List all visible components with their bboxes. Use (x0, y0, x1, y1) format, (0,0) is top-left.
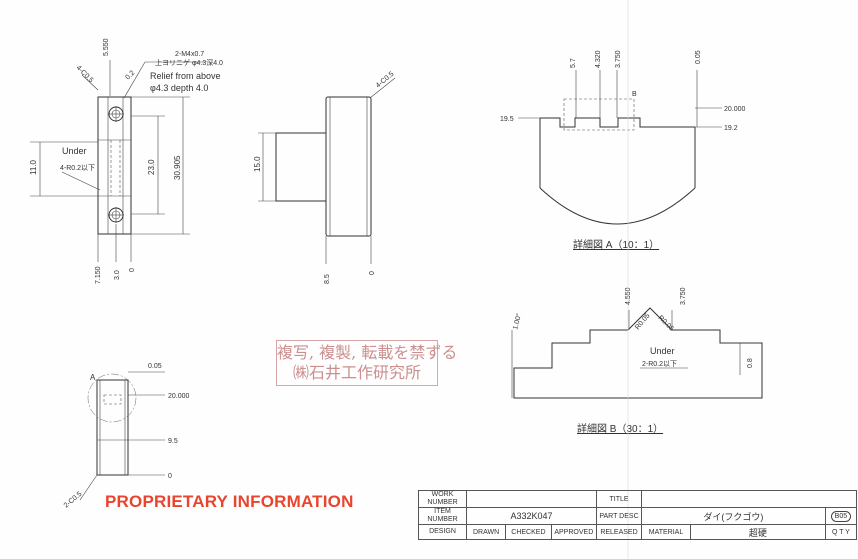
detail-a-dim-2: 4.320 (595, 50, 602, 68)
proprietary-notice: PROPRIETARY INFORMATION (105, 492, 354, 511)
stamp-line-1: 複写, 複製, 転載を禁ずる (277, 343, 458, 362)
view-3-small: A 0.05 20.000 9.5 0 2-C0.5 (63, 363, 190, 510)
design-label: DESIGN (418, 524, 467, 540)
view1-flatness: 0.2 (124, 70, 136, 82)
stamp-line-2: ㈱石井工作研究所 (292, 363, 421, 382)
material-value: 超硬 (690, 524, 826, 540)
detail-a-dim-4: 0.05 (695, 50, 702, 64)
view1-left-dim: 11.0 (29, 159, 38, 175)
view1-callout-3: Relief from above (150, 71, 221, 81)
detail-a-caption: 詳細図 A（10：1） (573, 238, 659, 251)
view2-left-dim: 15.0 (253, 156, 262, 172)
view3-marker: A (90, 373, 96, 382)
approved-label: APPROVED (550, 524, 598, 540)
checked-label: CHECKED (505, 524, 552, 540)
view1-chamfer: 4-C0.5 (75, 64, 95, 84)
released-label: RELEASED (596, 524, 642, 540)
view1-under-label: Under (62, 146, 87, 156)
detail-a: 5.7 4.320 3.750 0.05 B 19.5 20.000 19.2 … (500, 50, 746, 251)
view2-bottom-dim-1: 8.5 (324, 274, 331, 284)
view2-bottom-dim-2: 0 (369, 271, 376, 275)
item-number-value: A332K047 (466, 507, 597, 525)
detail-b-dim-2: 4.550 (625, 287, 632, 305)
detail-b-under-label: Under (650, 346, 675, 356)
detail-a-left-dim: 19.5 (500, 116, 514, 123)
view1-under-note: 4-R0.2以下 (60, 164, 95, 172)
view1-callout-2: 上ヨリニゲ φ4.3深4.0 (155, 58, 223, 67)
view3-top-dim: 0.05 (148, 363, 162, 370)
view1-mid-dim: 23.0 (147, 159, 156, 175)
detail-b-angle: 1.00° (511, 312, 523, 330)
item-number-label: ITEM NUMBER (418, 507, 467, 525)
revision-cell: B05 (824, 507, 858, 525)
view-2-side: 4-C0.5 15.0 8.5 0 (253, 71, 395, 284)
qty-label: Q T Y (824, 524, 858, 540)
detail-a-marker: B (632, 91, 637, 98)
view1-bottom-dim-2: 3.0 (114, 270, 121, 280)
part-desc-value: ダイ(フクゴウ) (641, 507, 826, 525)
title-block: WORK NUMBER TITLE ITEM NUMBER A332K047 P… (418, 490, 858, 540)
title-value (641, 490, 857, 508)
detail-b: 1.00° R0.05 4.550 R0.05 3.750 Under 2-R0… (511, 287, 763, 435)
detail-a-right-dim-1: 20.000 (724, 106, 746, 113)
view1-top-dim: 5.550 (103, 38, 110, 56)
view1-callout-1: 2-M4x0.7 (175, 51, 204, 58)
view1-callout-4: φ4.3 depth 4.0 (150, 83, 208, 93)
view1-bottom-dim-1: 7.150 (95, 266, 102, 284)
view1-bottom-dim-3: 0 (129, 268, 136, 272)
drawn-label: DRAWN (465, 524, 507, 540)
title-label: TITLE (596, 490, 642, 508)
view3-right-dim-3: 0 (168, 473, 172, 480)
view3-right-dim-2: 9.5 (168, 438, 178, 445)
detail-b-under-note: 2-R0.2以下 (642, 360, 677, 368)
view1-right-dim: 30.905 (173, 155, 182, 180)
revision-badge: B05 (830, 510, 852, 522)
detail-b-right-dim: 0.8 (747, 358, 754, 368)
detail-a-right-dim-2: 19.2 (724, 125, 738, 132)
view3-chamfer: 2-C0.5 (63, 491, 84, 510)
part-desc-label: PART DESC (596, 507, 642, 525)
detail-b-caption: 詳細図 B（30：1） (577, 422, 663, 435)
detail-a-dim-3: 3.750 (615, 50, 622, 68)
work-number-label: WORK NUMBER (418, 490, 467, 508)
copyright-stamp: 複写, 複製, 転載を禁ずる ㈱石井工作研究所 (276, 340, 458, 386)
material-label: MATERIAL (641, 524, 691, 540)
detail-b-dim-4: 3.750 (680, 287, 687, 305)
view-1-front: 5.550 2-M4x0.7 上ヨリニゲ φ4.3深4.0 Relief fro… (29, 38, 223, 284)
work-number-value (466, 490, 597, 508)
detail-a-dim-1: 5.7 (570, 58, 577, 68)
view3-right-dim-1: 20.000 (168, 393, 190, 400)
